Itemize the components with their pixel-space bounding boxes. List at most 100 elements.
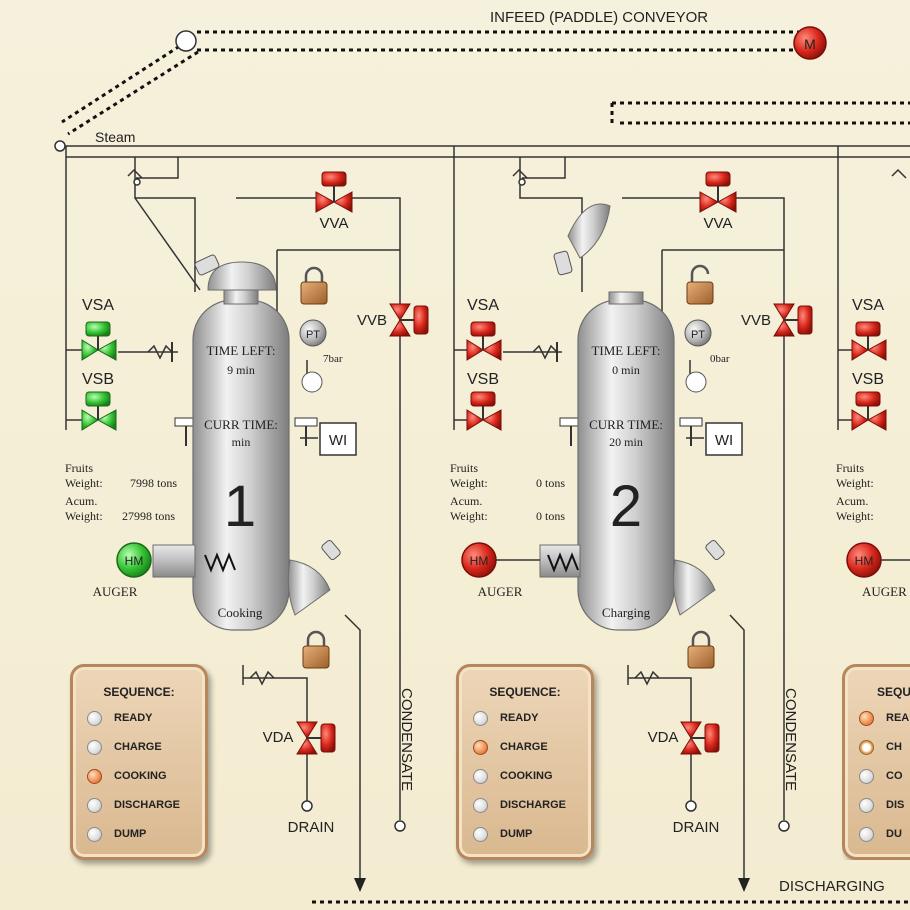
sequence-lamp-icon: [859, 768, 874, 784]
unit-2-hm-motor[interactable]: HM: [461, 542, 497, 578]
unit-3-hm-motor[interactable]: HM: [846, 542, 882, 578]
unit-2-vva-valve[interactable]: [699, 171, 737, 213]
unit-2-pressure-transmitter[interactable]: PT: [684, 319, 712, 347]
sequence-item-label: DISCHARGE: [500, 799, 567, 811]
unit-1-status: Cooking: [218, 605, 263, 620]
infeed-conveyor-label: INFEED (PADDLE) CONVEYOR: [490, 9, 708, 26]
unit-2-vvb-valve[interactable]: [773, 303, 813, 337]
unit-1-pressure-value: 7bar: [323, 353, 343, 365]
sequence-3-item-ready[interactable]: REA: [859, 708, 909, 728]
unit-3-vsa-valve[interactable]: [851, 321, 887, 361]
steam-inlet: [54, 140, 66, 152]
unit-2-vda-valve[interactable]: [680, 721, 720, 755]
unit-1-vvb-valve[interactable]: [389, 303, 429, 337]
unit-3-fruits-label-1: Fruits: [836, 461, 864, 475]
sequence-lamp-icon: [87, 768, 102, 784]
unit-2-vsa-valve[interactable]: [466, 321, 502, 361]
vessel-2-auger-tube: [539, 544, 581, 578]
unit-1-acum-label-2: Weight:: [65, 509, 103, 523]
sequence-lamp-icon: [87, 739, 102, 755]
unit-1-vva-valve[interactable]: [315, 171, 353, 213]
sequence-item-label: CH: [886, 741, 902, 753]
unit-2-vvb-label: VVB: [741, 312, 771, 329]
unit-1-time-left-label: TIME LEFT:: [206, 343, 275, 358]
sequence-lamp-icon: [87, 710, 102, 726]
sequence-panel-1: SEQUENCE: READY CHARGE COOKING DISCHARGE…: [70, 664, 208, 860]
unit-2-time-left-label: TIME LEFT:: [591, 343, 660, 358]
svg-text:WI: WI: [715, 432, 733, 449]
unit-3-fruits-label-2: Weight:: [836, 476, 874, 490]
sequence-panel-3-title: SEQU: [877, 685, 910, 699]
unit-1-drain-lock-icon: [302, 630, 330, 669]
unit-1-vsb-valve[interactable]: [81, 391, 117, 431]
steam-label: Steam: [95, 129, 135, 145]
sequence-1-item-dump[interactable]: DUMP: [87, 824, 146, 844]
sequence-2-item-charge[interactable]: CHARGE: [473, 737, 548, 757]
vessel-1[interactable]: [152, 261, 331, 631]
unit-1-vsa-label: VSA: [82, 297, 114, 314]
sequence-2-item-dump[interactable]: DUMP: [473, 824, 532, 844]
sequence-3-item-cooking[interactable]: CO: [859, 766, 903, 786]
unit-3-vsb-valve[interactable]: [851, 391, 887, 431]
unit-1-vvb-label: VVB: [357, 312, 387, 329]
sequence-item-label: CHARGE: [500, 741, 548, 753]
unit-1-vsa-valve[interactable]: [81, 321, 117, 361]
infeed-conveyor: [61, 30, 805, 136]
unit-1-hm-motor[interactable]: HM: [116, 542, 152, 578]
unit-2-vsb-valve[interactable]: [466, 391, 502, 431]
sequence-3-item-dump[interactable]: DU: [859, 824, 902, 844]
unit-1-curr-time-value: min: [232, 435, 251, 449]
unit-2-condensate-label: CONDENSATE: [782, 688, 799, 791]
unit-1-vda-valve[interactable]: [296, 721, 336, 755]
sequence-2-item-cooking[interactable]: COOKING: [473, 766, 553, 786]
unit-1-weight-indicator[interactable]: WI: [319, 422, 357, 456]
unit-1-pressure-transmitter[interactable]: PT: [299, 319, 327, 347]
sequence-item-label: DISCHARGE: [114, 799, 181, 811]
unit-1-acum-label-1: Acum.: [65, 494, 97, 508]
unit-1-number: 1: [224, 474, 256, 539]
unit-1-vsb-label: VSB: [82, 371, 114, 388]
unit-2-curr-time-label: CURR TIME:: [589, 417, 663, 432]
unit-2-lid-actuator[interactable]: [553, 250, 573, 276]
right-conveyor: [610, 101, 910, 125]
vessel-2-discharge-door: [672, 559, 716, 616]
unit-2-drain-label: DRAIN: [673, 819, 720, 836]
sequence-1-item-cooking[interactable]: COOKING: [87, 766, 167, 786]
unit-2-status: Charging: [602, 605, 651, 620]
sequence-panel-2: SEQUENCE: READY CHARGE COOKING DISCHARGE…: [456, 664, 594, 860]
unit-1-lid-actuator[interactable]: [194, 254, 220, 276]
sequence-lamp-icon: [473, 826, 488, 842]
unit-2-discharge-actuator[interactable]: [705, 539, 726, 561]
unit-2-weight-indicator[interactable]: WI: [705, 422, 743, 456]
unit-1-sensor-indicator: [301, 371, 323, 393]
unit-1-discharge-actuator[interactable]: [321, 539, 342, 561]
unit-2-pressure-value: 0bar: [710, 353, 730, 365]
unit-2-fruits-label-2: Weight:: [450, 476, 488, 490]
unit-2-acum-label-1: Acum.: [450, 494, 482, 508]
sequence-1-item-ready[interactable]: READY: [87, 708, 153, 728]
sequence-lamp-icon: [473, 710, 488, 726]
vessel-2[interactable]: [539, 203, 716, 631]
steam-header-pipe: [60, 145, 910, 430]
vessel-2-open-lid: [567, 203, 611, 259]
unit-1-condensate-label: CONDENSATE: [398, 688, 415, 791]
sequence-item-label: DUMP: [500, 828, 533, 840]
sequence-1-item-discharge[interactable]: DISCHARGE: [87, 795, 180, 815]
unit-2-sensor-indicator: [685, 371, 707, 393]
unit-1-drain-label: DRAIN: [288, 819, 335, 836]
sequence-2-item-ready[interactable]: READY: [473, 708, 539, 728]
sequence-lamp-icon: [859, 826, 874, 842]
unit-2-acum-label-2: Weight:: [450, 509, 488, 523]
sequence-item-label: CO: [886, 770, 903, 782]
unit-1-vda-label: VDA: [263, 729, 294, 746]
sequence-lamp-icon: [87, 797, 102, 813]
unit-2-fruits-label-1: Fruits: [450, 461, 478, 475]
sequence-3-item-discharge[interactable]: DIS: [859, 795, 904, 815]
sequence-2-item-discharge[interactable]: DISCHARGE: [473, 795, 566, 815]
conveyor-motor[interactable]: M: [793, 26, 827, 60]
sequence-3-item-charge[interactable]: CH: [859, 737, 902, 757]
svg-text:HM: HM: [470, 554, 489, 568]
sequence-1-item-charge[interactable]: CHARGE: [87, 737, 162, 757]
svg-text:HM: HM: [125, 554, 144, 568]
unit-3-vsb-label: VSB: [852, 371, 884, 388]
